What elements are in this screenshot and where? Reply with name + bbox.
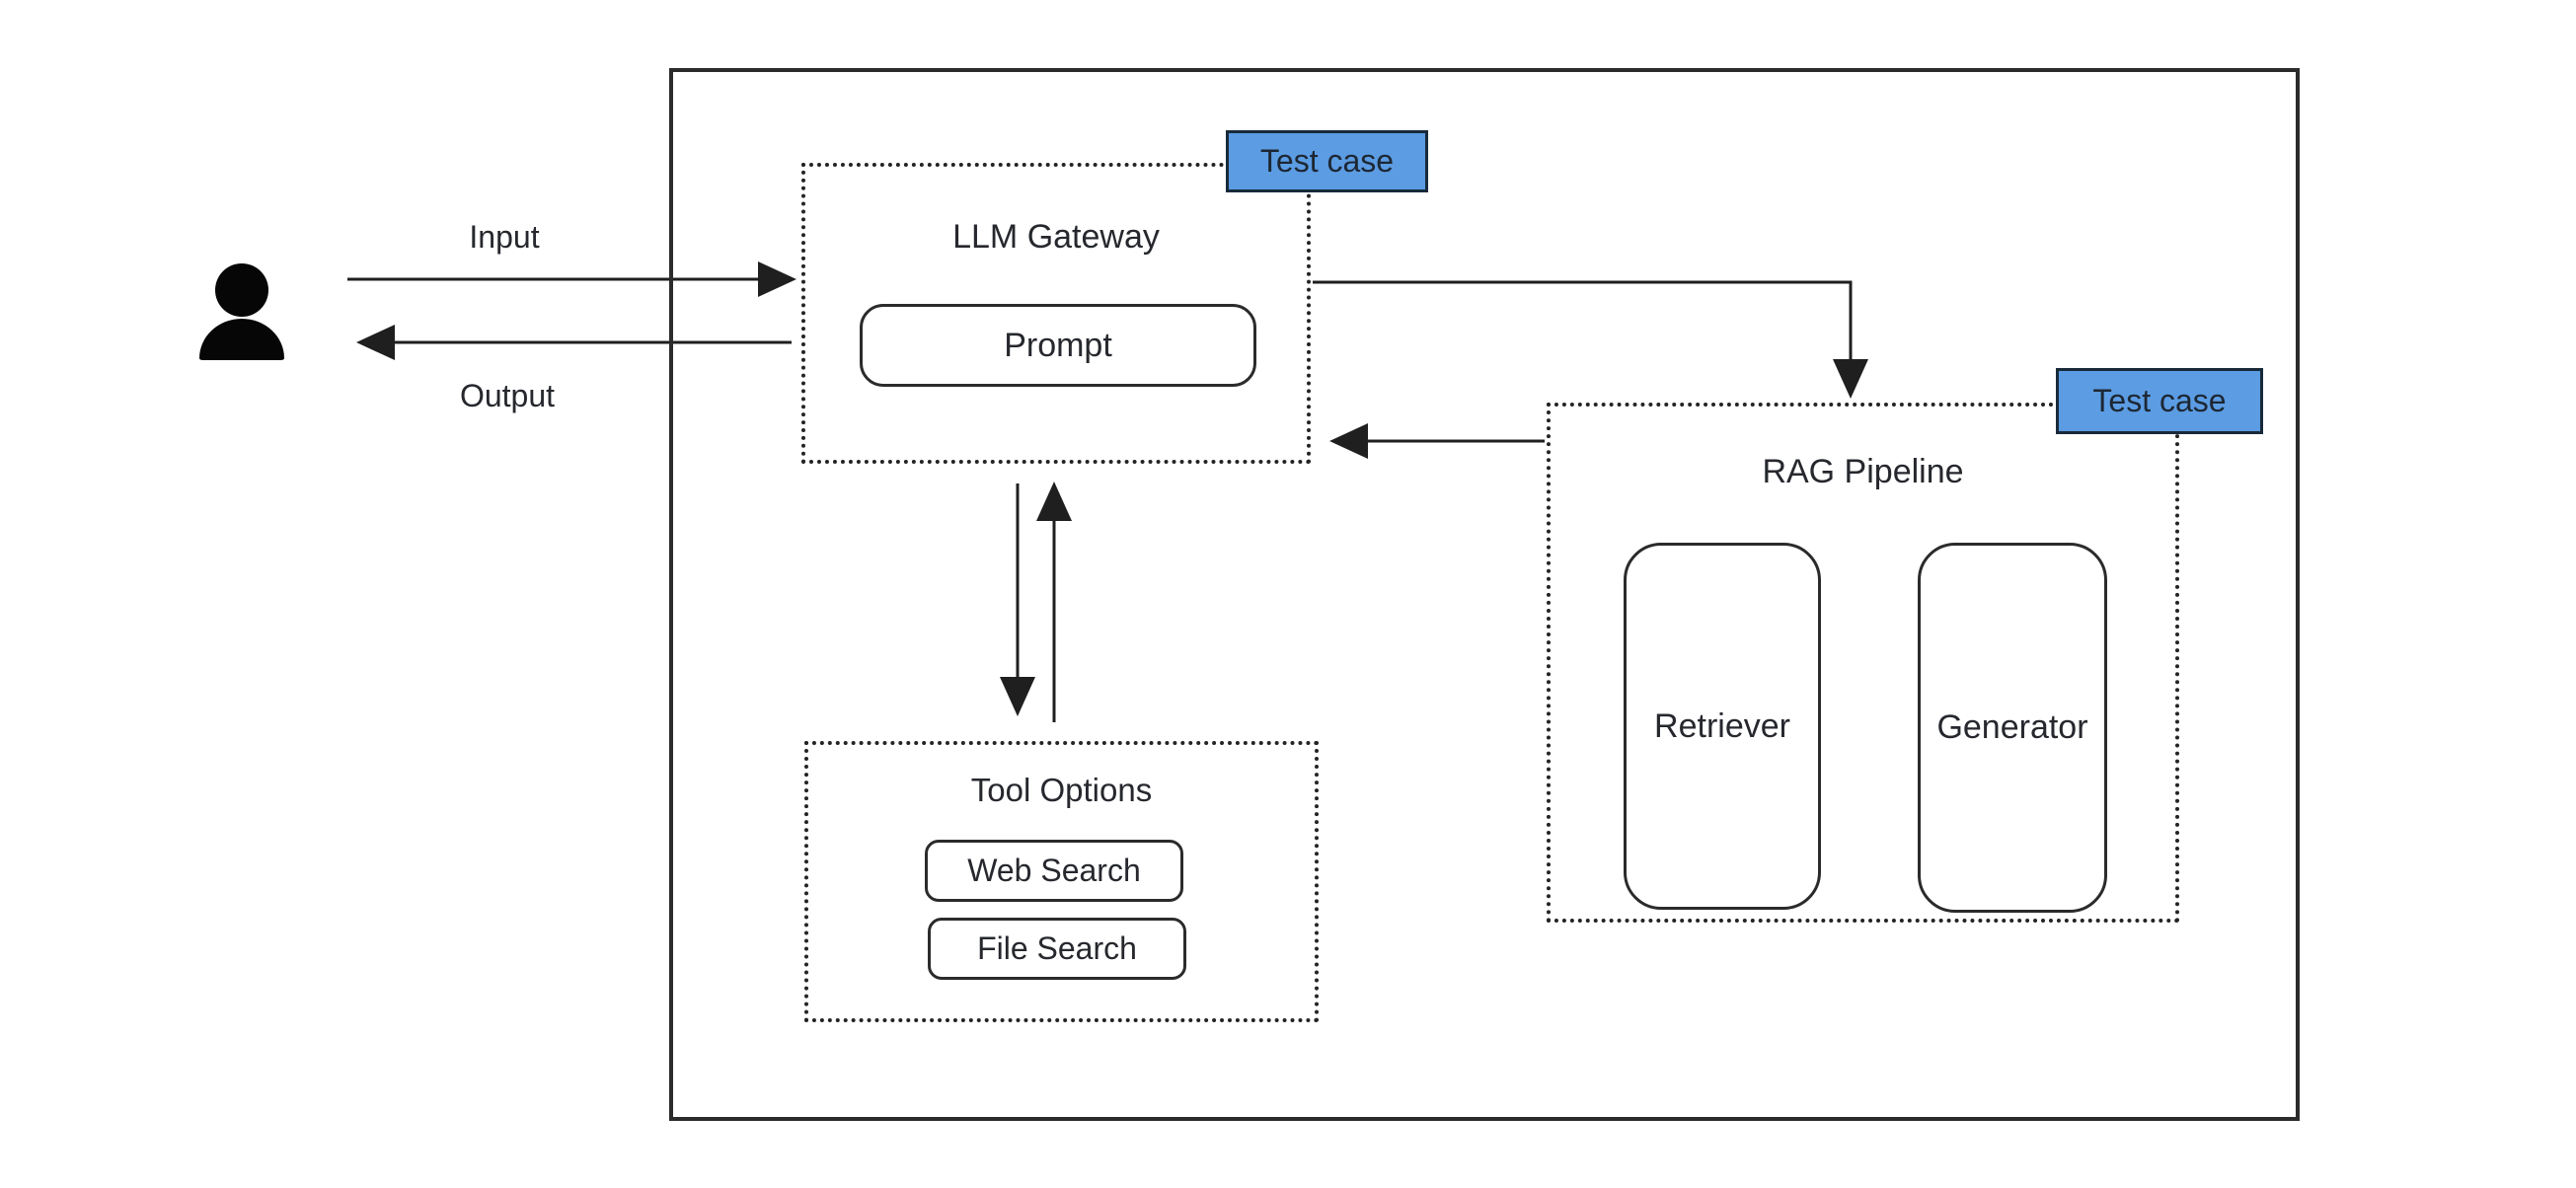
rag-pipeline-title: RAG Pipeline <box>1762 453 1964 490</box>
generator-node: Generator <box>1918 543 2107 913</box>
rag-pipeline-box <box>1547 403 2179 923</box>
prompt-label: Prompt <box>1004 326 1112 364</box>
rag-pipeline-test-case-badge: Test case <box>2056 368 2263 434</box>
generator-label: Generator <box>1936 708 2088 746</box>
llm-gateway-test-case-badge: Test case <box>1226 130 1428 192</box>
output-flow-label: Output <box>459 378 556 413</box>
file-search-label: File Search <box>977 930 1137 966</box>
input-flow-label: Input <box>469 219 540 255</box>
llm-gateway-title: LLM Gateway <box>952 218 1160 256</box>
user-icon <box>199 263 284 360</box>
system-boundary-box <box>669 68 2300 1121</box>
llm-gateway-box <box>801 163 1311 464</box>
prompt-node: Prompt <box>860 304 1256 387</box>
web-search-node: Web Search <box>925 840 1183 902</box>
tool-options-title: Tool Options <box>970 772 1153 808</box>
rag-pipeline-test-case-label: Test case <box>2092 383 2227 418</box>
llm-gateway-test-case-label: Test case <box>1259 143 1395 179</box>
tool-options-box <box>804 741 1319 1022</box>
web-search-label: Web Search <box>967 853 1141 888</box>
retriever-node: Retriever <box>1624 543 1821 910</box>
retriever-label: Retriever <box>1654 706 1790 745</box>
file-search-node: File Search <box>928 918 1186 980</box>
